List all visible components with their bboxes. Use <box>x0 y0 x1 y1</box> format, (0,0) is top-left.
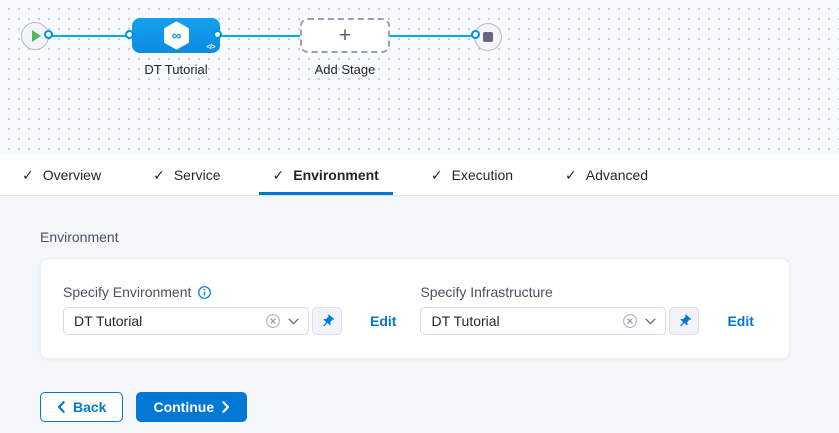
check-icon: ✓ <box>431 167 443 184</box>
clear-icon[interactable] <box>622 313 638 329</box>
chevron-down-icon[interactable] <box>288 318 299 325</box>
stage-tabs: ✓ Overview ✓ Service ✓ Environment ✓ Exe… <box>0 155 839 196</box>
tab-environment[interactable]: ✓ Environment <box>259 155 393 195</box>
tab-label: Overview <box>43 167 101 183</box>
code-badge-icon: </> <box>206 44 215 51</box>
connector-port <box>213 30 222 39</box>
pushpin-icon <box>320 314 335 329</box>
connector-port <box>471 30 480 39</box>
tab-label: Environment <box>293 167 379 183</box>
tab-label: Service <box>174 167 221 183</box>
specify-environment-label: Specify Environment <box>63 284 396 300</box>
environment-edit-link[interactable]: Edit <box>370 313 396 329</box>
check-icon: ✓ <box>22 167 34 184</box>
continue-button[interactable]: Continue <box>136 392 247 422</box>
chevron-left-icon <box>57 401 65 413</box>
specify-environment-group: Specify Environment DT Tutorial <box>63 284 396 335</box>
pipeline-canvas: ∞ </> DT Tutorial + Add Stage <box>0 0 839 155</box>
pin-button[interactable] <box>312 307 342 335</box>
pin-button[interactable] <box>669 307 699 335</box>
stage-name-label: DT Tutorial <box>132 62 220 77</box>
specify-infrastructure-row: DT Tutorial Edit <box>420 307 753 335</box>
tab-label: Advanced <box>586 167 648 183</box>
svg-text:∞: ∞ <box>171 28 181 43</box>
check-icon: ✓ <box>273 167 285 184</box>
section-heading: Environment <box>40 229 799 245</box>
infrastructure-select-value: DT Tutorial <box>431 313 615 329</box>
specify-infrastructure-label: Specify Infrastructure <box>420 284 753 300</box>
tab-advanced[interactable]: ✓ Advanced <box>551 155 662 195</box>
environment-select[interactable]: DT Tutorial <box>63 307 309 335</box>
tab-execution[interactable]: ✓ Execution <box>417 155 527 195</box>
wizard-actions: Back Continue <box>40 392 799 422</box>
stage-node[interactable]: ∞ </> <box>132 18 220 53</box>
environment-select-value: DT Tutorial <box>74 313 258 329</box>
cd-hexagon-infinity-icon: ∞ <box>163 21 190 50</box>
tab-service[interactable]: ✓ Service <box>139 155 234 195</box>
specify-infrastructure-group: Specify Infrastructure DT Tutorial <box>420 284 753 335</box>
plus-icon: + <box>339 25 351 46</box>
play-icon <box>32 30 41 42</box>
infrastructure-select[interactable]: DT Tutorial <box>420 307 666 335</box>
add-stage-label: Add Stage <box>300 62 390 77</box>
stop-icon <box>483 32 493 42</box>
tab-overview[interactable]: ✓ Overview <box>8 155 115 195</box>
connector-port <box>44 30 53 39</box>
pipeline-connector-line <box>36 35 478 37</box>
chevron-right-icon <box>222 401 230 413</box>
environment-tab-panel: Environment Specify Environment DT Tutor… <box>0 196 839 422</box>
specify-environment-row: DT Tutorial Edit <box>63 307 396 335</box>
back-button[interactable]: Back <box>40 392 123 422</box>
pushpin-icon <box>677 314 692 329</box>
tab-label: Execution <box>452 167 513 183</box>
add-stage-button[interactable]: + <box>300 18 390 53</box>
infrastructure-edit-link[interactable]: Edit <box>727 313 753 329</box>
environment-card: Specify Environment DT Tutorial <box>40 258 790 359</box>
check-icon: ✓ <box>565 167 577 184</box>
check-icon: ✓ <box>153 167 165 184</box>
info-icon[interactable] <box>197 285 212 300</box>
clear-icon[interactable] <box>265 313 281 329</box>
connector-port <box>125 30 134 39</box>
chevron-down-icon[interactable] <box>645 318 656 325</box>
